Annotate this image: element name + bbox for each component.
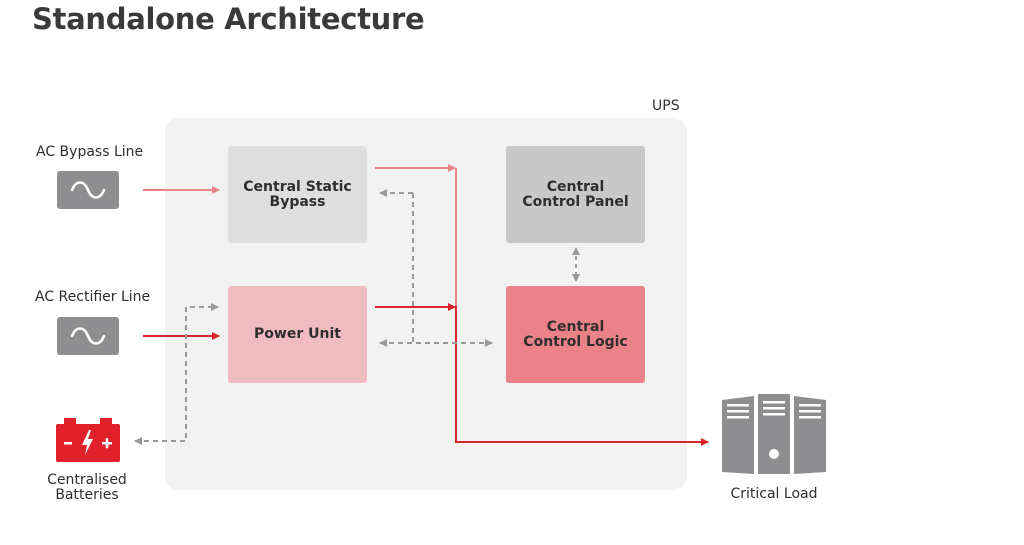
battery-comm-line [134,303,219,445]
sine-wave-icon [57,317,119,355]
sine-wave-icon [57,171,119,209]
central-static-bypass-label: Central Static Bypass [243,178,352,210]
central-control-logic-label: Central Control Logic [523,318,628,350]
central-static-bypass-block: Central Static Bypass [228,146,367,243]
page-title: Standalone Architecture [32,2,425,36]
ac-rectifier-line-label: AC Rectifier Line [35,289,151,305]
centralised-batteries-label: Centralised Batteries [47,472,127,503]
server-rack-icon [720,394,828,474]
critical-load-feed [455,306,709,446]
central-control-panel-block: Central Control Panel [506,146,645,243]
central-control-logic-block: Central Control Logic [506,286,645,383]
battery-icon [56,418,120,462]
central-control-panel-label: Central Control Panel [522,178,629,210]
ac-bypass-line-label: AC Bypass Line [36,144,144,160]
power-unit-block: Power Unit [228,286,367,383]
critical-load-label: Critical Load [730,486,818,502]
ups-label: UPS [652,98,680,114]
power-unit-label: Power Unit [254,326,341,342]
